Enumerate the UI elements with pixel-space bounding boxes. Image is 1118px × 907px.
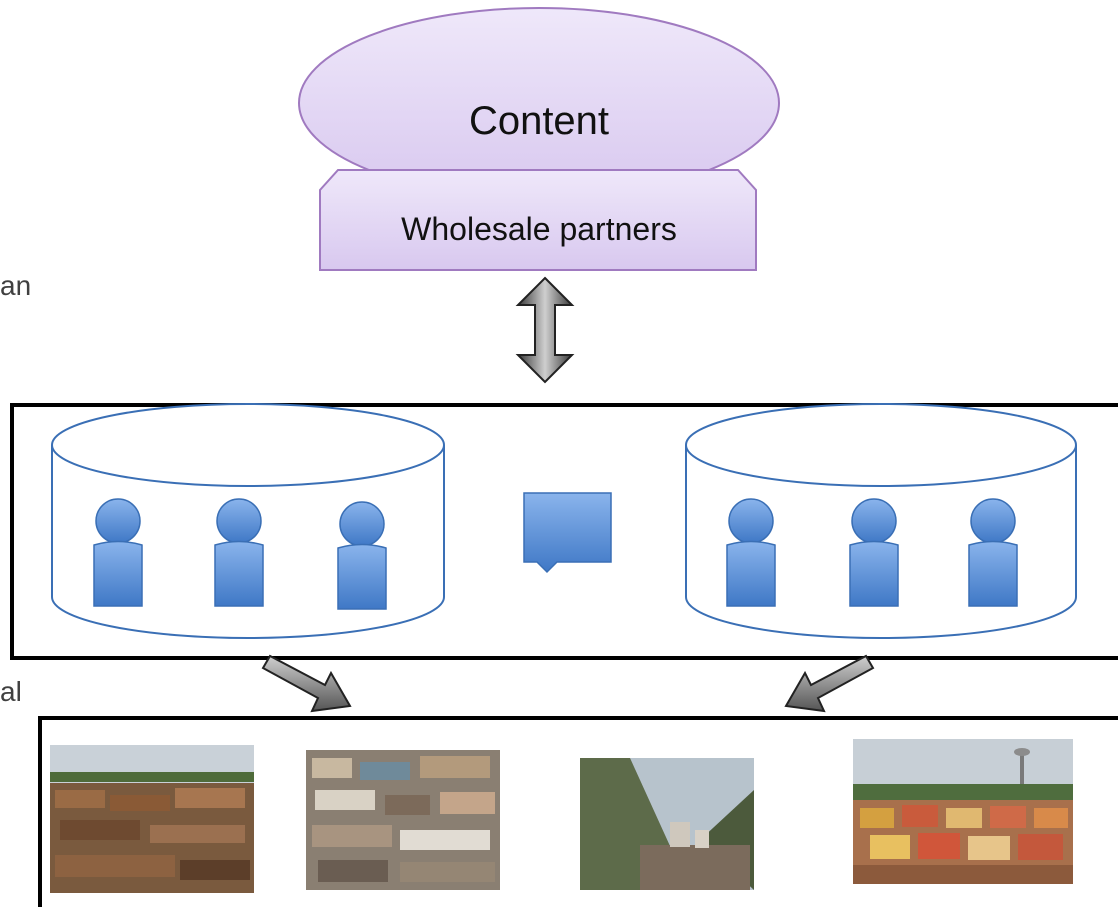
hillside-houses-photo [306,750,500,890]
person-icon [726,498,776,607]
settlements-box [38,716,1118,907]
cut-off-text-al: al [0,676,22,707]
content-label: Content [469,99,609,143]
speech-bubble-icon [523,492,612,574]
community-networks-box [10,403,1118,660]
cut-off-text-an: an [0,270,32,301]
person-icon [214,498,264,607]
person-icon [337,501,387,610]
colorful-houses-photo [853,739,1073,884]
arrow-down-left-icon [784,654,875,713]
wholesale-label: Wholesale partners [401,211,677,247]
person-icon [93,498,143,607]
slum-rooftops-photo [50,745,254,893]
double-arrow-icon [515,276,575,384]
arrow-down-right-icon [261,654,352,713]
person-icon [849,498,899,607]
favela-valley-photo [580,758,754,890]
person-icon [968,498,1018,607]
content-node: Content [298,7,780,199]
wholesale-partners-node: Wholesale partners [319,169,757,271]
